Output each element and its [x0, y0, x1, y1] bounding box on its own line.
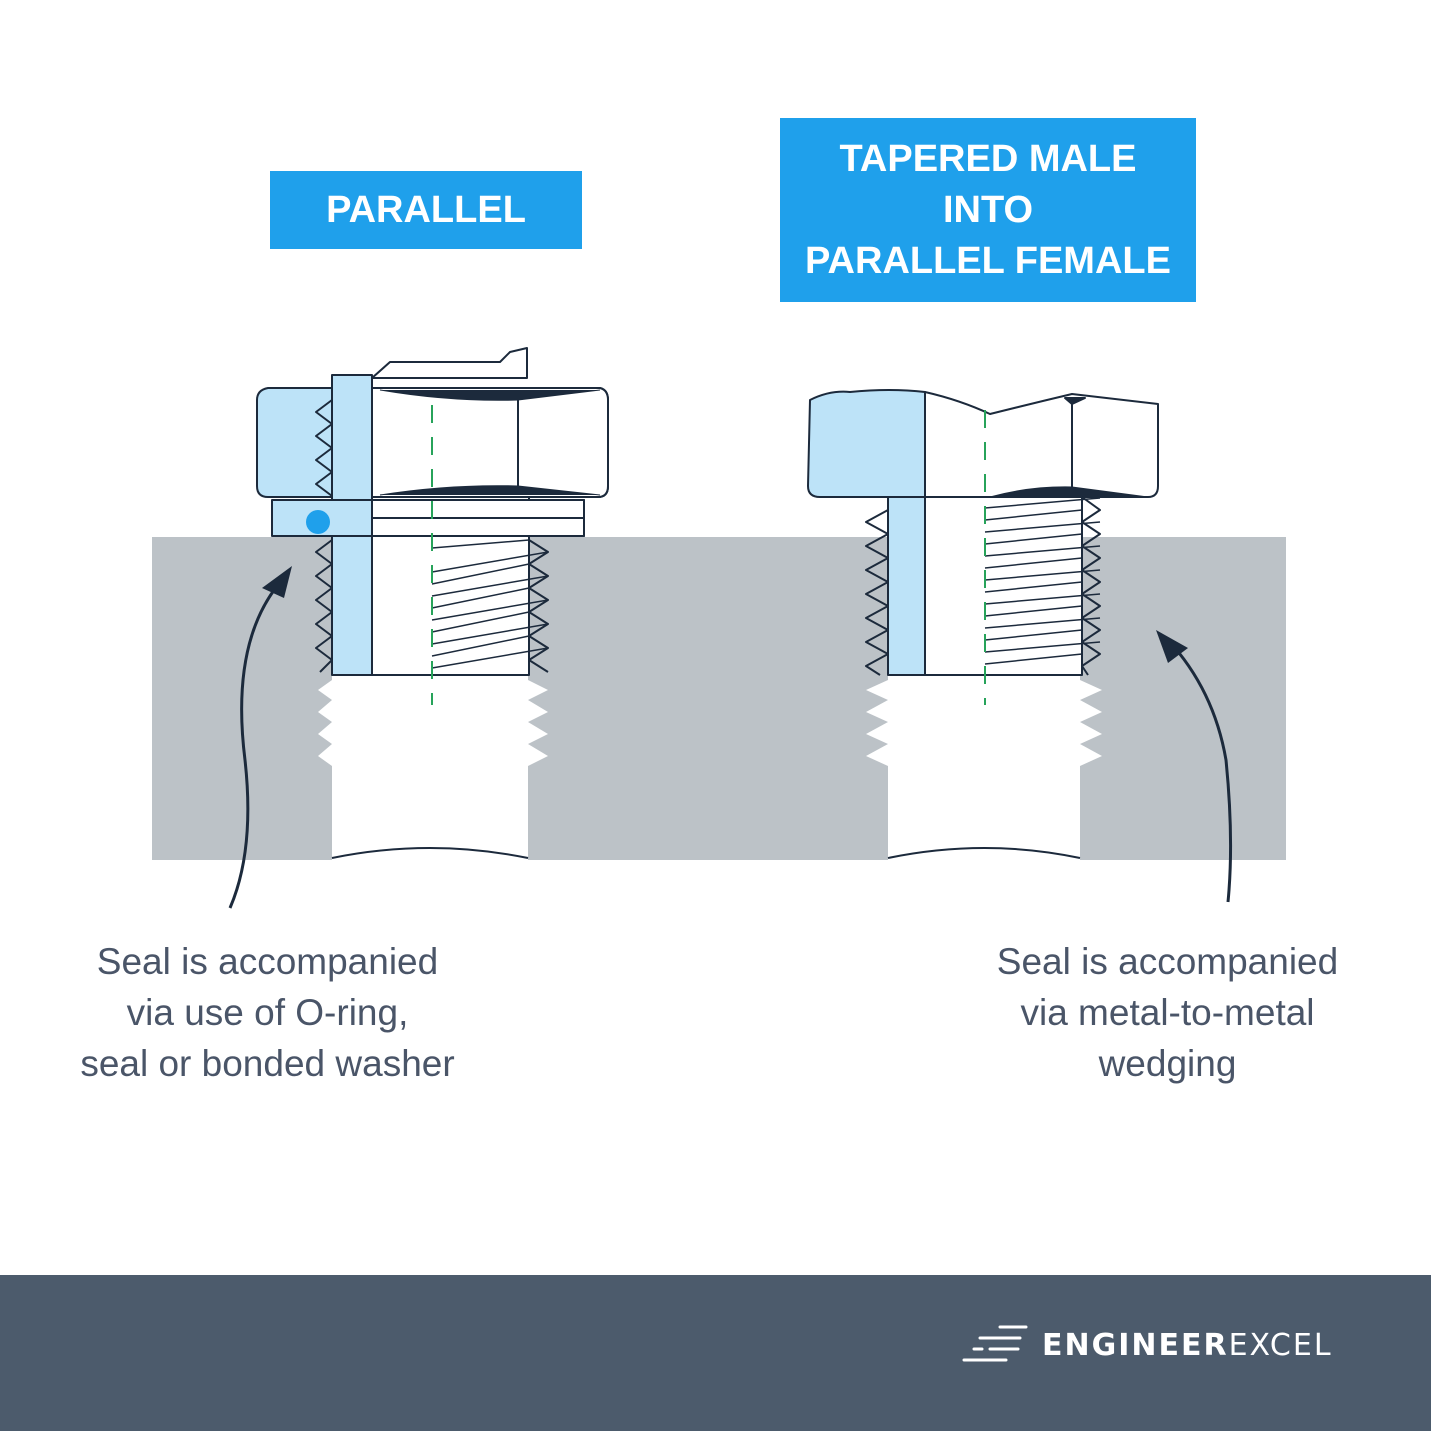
tapered-label-line-2: INTO: [942, 188, 1034, 231]
caption-right-line-1: Seal is accompanied: [996, 941, 1339, 982]
parallel-label: PARALLEL: [270, 171, 582, 249]
parallel-label-text: PARALLEL: [326, 188, 526, 231]
caption-left: Seal is accompanied via use of O-ring, s…: [40, 936, 495, 1089]
o-ring-icon: [306, 510, 330, 534]
tapered-label-line-3: PARALLEL FEMALE: [805, 239, 1171, 282]
arrow-right: [1156, 630, 1233, 903]
footer-bar: [0, 1275, 1431, 1431]
caption-right: Seal is accompanied via metal-to-metal w…: [950, 936, 1385, 1089]
brand-name-bold: ENGINEER: [1042, 1327, 1229, 1363]
caption-right-line-2: via metal-to-metal: [1020, 992, 1315, 1033]
caption-right-line-3: wedging: [1098, 1043, 1237, 1084]
arrow-left: [228, 566, 292, 909]
caption-left-line-2: via use of O-ring,: [126, 992, 409, 1033]
tapered-label-line-1: TAPERED MALE: [839, 137, 1137, 180]
caption-left-line-1: Seal is accompanied: [96, 941, 439, 982]
brand-name-light: EXCEL: [1228, 1327, 1333, 1363]
brand-name: ENGINEEREXCEL: [1042, 1328, 1333, 1363]
brand-logo[interactable]: ENGINEEREXCEL: [962, 1320, 1333, 1370]
caption-left-line-3: seal or bonded washer: [80, 1043, 455, 1084]
speed-lines-icon: [962, 1325, 1028, 1362]
tapered-label: TAPERED MALE INTO PARALLEL FEMALE: [780, 118, 1196, 302]
left-port-block: [152, 537, 1286, 860]
tapered-fitting: [807, 389, 1159, 705]
